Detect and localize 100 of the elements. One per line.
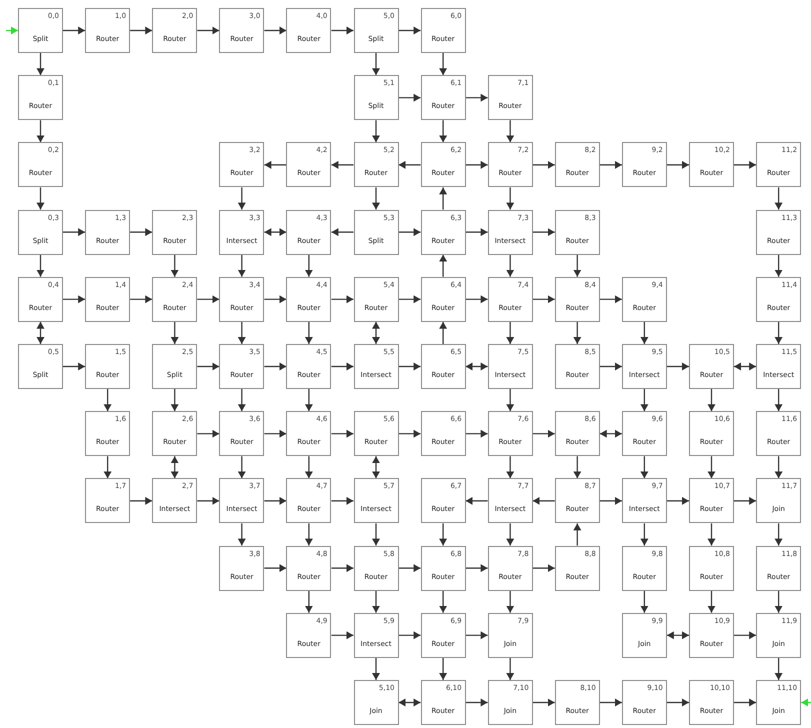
node-box (689, 411, 734, 456)
arrow (372, 523, 380, 546)
node-box (219, 411, 264, 456)
arrow (238, 456, 246, 478)
arrow (573, 456, 582, 478)
node-box (18, 344, 63, 389)
arrow (532, 295, 555, 304)
node-box (286, 344, 332, 389)
node-box (420, 612, 466, 658)
node-box (756, 210, 802, 255)
arrow (439, 523, 448, 546)
node-box (18, 75, 63, 120)
node-box (554, 276, 600, 322)
node-box (756, 142, 802, 188)
arrow (331, 228, 354, 236)
node-box (85, 8, 130, 53)
node-box (354, 276, 398, 322)
arrow (264, 26, 286, 34)
arrow (734, 362, 756, 370)
arrow (640, 456, 648, 478)
arrow (466, 160, 488, 169)
arrow (238, 322, 246, 344)
arrow (439, 322, 448, 344)
arrow (398, 295, 421, 304)
node-box (152, 210, 198, 255)
arrow (264, 430, 286, 438)
arrow (506, 187, 514, 210)
node-box (219, 8, 264, 53)
arrow (197, 26, 220, 34)
arrow (774, 590, 783, 613)
arrow (372, 590, 380, 613)
node-box (488, 612, 533, 658)
arrow (506, 254, 514, 277)
arrow (774, 523, 783, 546)
node-box (152, 344, 198, 389)
arrow (439, 590, 448, 613)
arrow (439, 187, 448, 210)
node-box (622, 612, 667, 658)
node-box (689, 142, 734, 188)
node-box (488, 546, 533, 591)
arrow (130, 295, 152, 304)
arrow (304, 523, 313, 546)
node-box (286, 546, 332, 591)
node-box (354, 680, 398, 725)
arrow (600, 496, 622, 505)
arrow (398, 564, 421, 572)
arrow (506, 389, 514, 412)
node-box (554, 546, 600, 591)
node-box (85, 411, 130, 456)
arrow (304, 322, 313, 344)
arrow (640, 590, 648, 613)
node-box (488, 210, 533, 255)
arrow (170, 389, 179, 412)
node-box (756, 276, 802, 322)
arrow (264, 362, 286, 370)
node-box (622, 344, 667, 389)
node-box (554, 478, 600, 524)
arrow (63, 228, 86, 236)
arrow (63, 26, 86, 34)
arrow (532, 698, 555, 706)
arrow (734, 496, 756, 505)
arrow (170, 456, 179, 478)
arrow (197, 362, 220, 370)
node-box (488, 142, 533, 188)
arrow (331, 26, 354, 34)
arrow (36, 120, 44, 142)
node-box (554, 411, 600, 456)
node-box (756, 344, 802, 389)
arrow (331, 631, 354, 640)
arrow (666, 631, 689, 640)
node-box (622, 546, 667, 591)
arrow (197, 295, 220, 304)
arrow (63, 295, 86, 304)
arrow (130, 26, 152, 34)
node-box (219, 142, 264, 188)
node-box (554, 680, 600, 725)
arrow (774, 389, 783, 412)
arrow (439, 120, 448, 142)
arrow (197, 496, 220, 505)
arrow (36, 187, 44, 210)
arrow (774, 187, 783, 210)
node-box (756, 612, 802, 658)
node-box (622, 142, 667, 188)
node-box (488, 478, 533, 524)
arrow (331, 295, 354, 304)
arrow (774, 456, 783, 478)
arrow (466, 496, 488, 505)
arrow (331, 496, 354, 505)
node-box (286, 411, 332, 456)
node-box (219, 210, 264, 255)
arrow (304, 590, 313, 613)
node-box (488, 344, 533, 389)
node-box (420, 75, 466, 120)
node-box (420, 142, 466, 188)
arrow (466, 295, 488, 304)
node-box (286, 478, 332, 524)
arrow (600, 362, 622, 370)
arrow (372, 120, 380, 142)
arrow (439, 658, 448, 680)
arrow (573, 322, 582, 344)
